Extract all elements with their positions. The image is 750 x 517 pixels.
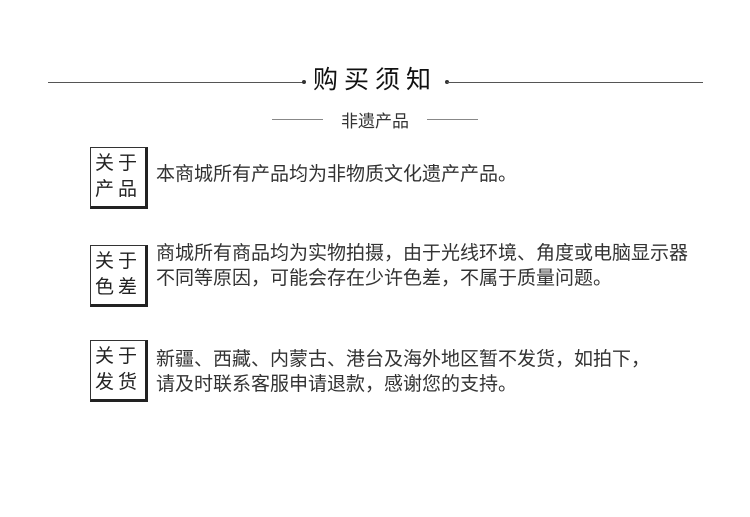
label-line: 关于 — [94, 152, 141, 174]
label-line: 关于 — [94, 345, 141, 367]
title-line-left — [48, 82, 304, 83]
section-text-color: 商城所有商品均为实物拍摄，由于光线环境、角度或电脑显示器不同等原因，可能会存在少… — [156, 242, 689, 289]
title-dot-left — [302, 80, 306, 84]
title-line-right — [447, 82, 703, 83]
page-title: 购买须知 — [312, 65, 437, 94]
subtitle-line-right — [427, 119, 478, 120]
section-text-product: 本商城所有产品均为非物质文化遗产产品。 — [156, 163, 518, 185]
section-label-product: 关于 产品 — [90, 147, 148, 209]
label-line: 关于 — [94, 250, 141, 272]
page-subtitle: 非遗产品 — [341, 112, 409, 132]
section-label-shipping: 关于 发货 — [90, 340, 148, 402]
section-label-color: 关于 色差 — [90, 245, 148, 307]
label-line: 产品 — [94, 178, 141, 200]
section-text-shipping: 新疆、西藏、内蒙古、港台及海外地区暂不发货，如拍下，请及时联系客服申请退款，感谢… — [156, 348, 651, 395]
label-line: 发货 — [94, 371, 141, 393]
label-line: 色差 — [94, 276, 141, 298]
subtitle-line-left — [272, 119, 323, 120]
